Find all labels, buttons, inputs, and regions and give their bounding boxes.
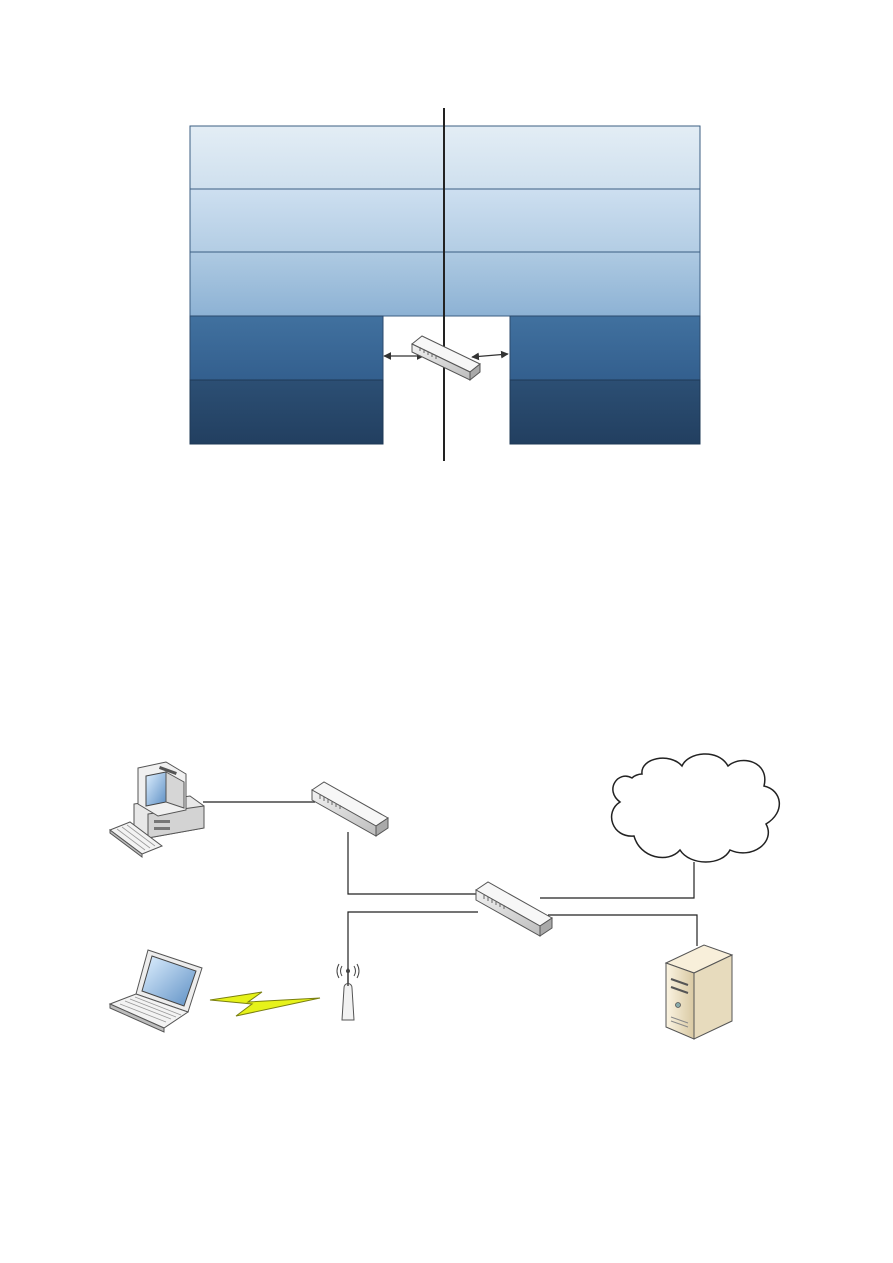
laptop-icon xyxy=(108,949,203,1033)
layered-model-diagram xyxy=(189,108,701,461)
left-layer-5 xyxy=(189,379,384,445)
wired-links xyxy=(203,801,698,985)
wireless-link-bolt xyxy=(209,991,321,1017)
left-layer-4 xyxy=(189,315,384,381)
link-core-switch-cloud xyxy=(540,862,695,899)
switch-icon xyxy=(411,335,481,382)
switch-icon xyxy=(311,781,389,837)
right-layer-5 xyxy=(509,379,701,445)
wireless-access-point-icon xyxy=(336,963,360,1021)
right-layer-1 xyxy=(443,125,701,190)
right-layer-4 xyxy=(509,315,701,381)
desktop-computer-icon xyxy=(108,761,205,858)
network-topology-diagram xyxy=(108,753,781,1040)
link-core-switch-server xyxy=(548,914,698,946)
link-switch-core-switch xyxy=(347,832,480,895)
left-layer-2 xyxy=(189,188,445,253)
server-icon xyxy=(664,944,734,1040)
left-layer-1 xyxy=(189,125,445,190)
internet-cloud-icon xyxy=(610,753,781,863)
link-core-switch-access-point xyxy=(347,911,478,985)
right-layer-3 xyxy=(443,251,701,317)
right-layer-2 xyxy=(443,188,701,253)
switch-icon xyxy=(475,881,553,937)
left-layer-3 xyxy=(189,251,445,317)
right-bridge-arrow xyxy=(471,350,509,361)
